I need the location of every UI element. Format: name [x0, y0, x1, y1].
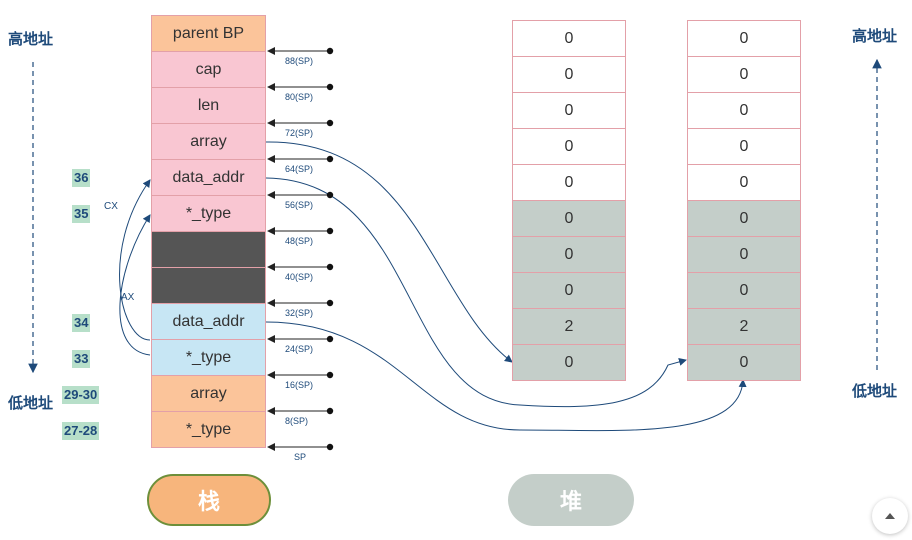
heap-cell: 2: [687, 308, 801, 345]
side-number-35: 35: [72, 205, 91, 223]
heap-button[interactable]: 堆: [508, 474, 634, 526]
heap-cell: 0: [687, 56, 801, 93]
sp-offset-label: SP: [294, 452, 307, 462]
sp-offset-label: 24(SP): [285, 344, 314, 354]
sp-offset-label: 48(SP): [285, 236, 314, 246]
left-high-address-label: 高地址: [8, 31, 54, 48]
heap-cell: 0: [512, 56, 626, 93]
sp-offset-label: 80(SP): [285, 92, 314, 102]
sp-offset-label: 72(SP): [285, 128, 314, 138]
heap-cell: 0: [687, 20, 801, 57]
stack-cell-cap-1: cap: [151, 51, 266, 88]
stack-cell-parentBP-0: parent BP: [151, 15, 266, 52]
side-number-29-30: 29-30: [62, 386, 100, 404]
heap-cell: 0: [512, 164, 626, 201]
sp-pointer-dot: [326, 83, 334, 91]
heap-cell: 0: [687, 236, 801, 273]
sp-offset-label: 32(SP): [285, 308, 314, 318]
left-low-address-label: 低地址: [8, 395, 54, 412]
sp-pointer-dot: [326, 191, 334, 199]
sp-offset-label: 88(SP): [285, 56, 314, 66]
sp-pointer-dot: [326, 335, 334, 343]
sp-offset-label: 40(SP): [285, 272, 314, 282]
stack-cell-_type-9: *_type: [151, 339, 266, 376]
heap-cell: 0: [512, 344, 626, 381]
sp-pointer-dot: [326, 155, 334, 163]
sp-pointer-dot: [326, 299, 334, 307]
ax-register-tag: AX: [121, 292, 135, 303]
sp-offset-label: 8(SP): [285, 416, 309, 426]
arrow-up-icon: [885, 513, 895, 519]
sp-pointer-dot: [326, 119, 334, 127]
sp-offset-label: 64(SP): [285, 164, 314, 174]
heap-cell: 0: [512, 128, 626, 165]
stack-cell-_type-11: *_type: [151, 411, 266, 448]
stack-cell-empty-7: [151, 267, 266, 304]
stack-cell-_type-5: *_type: [151, 195, 266, 232]
stack-cell-array-10: array: [151, 375, 266, 412]
side-number-33: 33: [72, 350, 91, 368]
side-number-34: 34: [72, 314, 91, 332]
heap-cell: 0: [512, 20, 626, 57]
sp-pointer-dot: [326, 371, 334, 379]
heap-cell: 0: [512, 200, 626, 237]
heap-cell: 0: [687, 164, 801, 201]
sp-offset-label: 16(SP): [285, 380, 314, 390]
stack-button[interactable]: 栈: [147, 474, 271, 526]
stack-cell-data_addr-8: data_addr: [151, 303, 266, 340]
heap-cell: 0: [512, 272, 626, 309]
heap-cell: 0: [687, 272, 801, 309]
side-number-27-28: 27-28: [62, 422, 100, 440]
heap-cell: 0: [687, 344, 801, 381]
sp-pointer-dot: [326, 407, 334, 415]
stack-cell-len-2: len: [151, 87, 266, 124]
side-number-36: 36: [72, 169, 91, 187]
sp-pointer-dot: [326, 263, 334, 271]
sp-pointer-dot: [326, 227, 334, 235]
heap-cell: 0: [512, 236, 626, 273]
cx-register-tag: CX: [104, 201, 118, 212]
stack-cell-data_addr-4: data_addr: [151, 159, 266, 196]
sp-offset-label: 56(SP): [285, 200, 314, 210]
right-high-address-label: 高地址: [852, 28, 898, 45]
sp-pointer-dot: [326, 443, 334, 451]
heap-cell: 0: [687, 200, 801, 237]
scroll-top-button[interactable]: [872, 498, 908, 534]
heap-cell: 0: [512, 92, 626, 129]
heap-cell: 0: [687, 128, 801, 165]
stack-cell-array-3: array: [151, 123, 266, 160]
stack-cell-empty-6: [151, 231, 266, 268]
heap-cell: 0: [687, 92, 801, 129]
right-low-address-label: 低地址: [852, 383, 898, 400]
sp-pointer-dot: [326, 47, 334, 55]
heap-cell: 2: [512, 308, 626, 345]
